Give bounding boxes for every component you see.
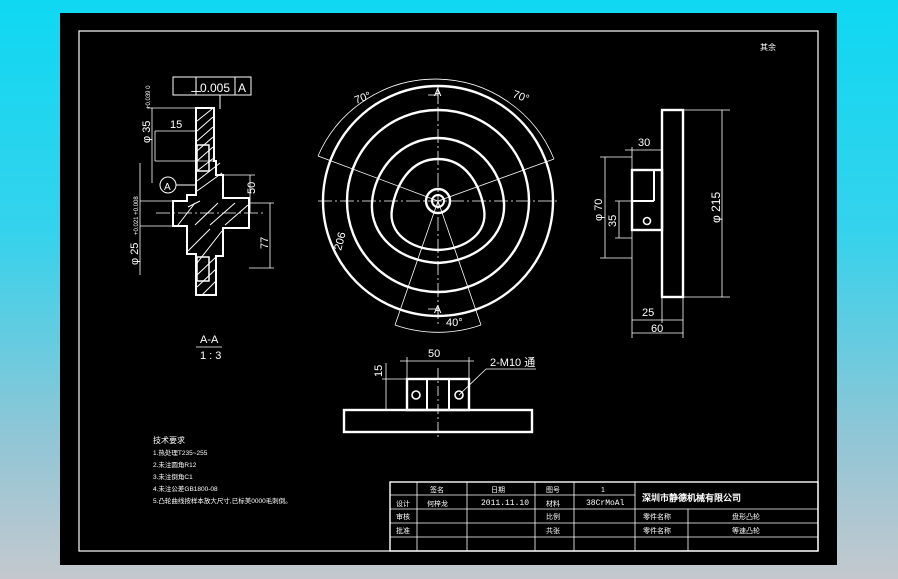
tb-header-sheet: 1: [601, 487, 605, 494]
tb-part-name-2: 等速凸轮: [732, 526, 760, 535]
tech-notes: 技术要求 1.热处理T235~255 2.未注圆角R12 3.未注倒角C1 4.…: [153, 435, 292, 505]
dim-left-hub-tol: +0.021 +0.008: [134, 196, 140, 235]
tb-part-name-label-1: 零件名称: [643, 512, 671, 521]
dim-right-215: φ 215: [709, 192, 723, 223]
tb-review-label: 审核: [396, 512, 410, 521]
tb-designer: 何梓龙: [427, 499, 448, 508]
datum-bubble-label: A: [164, 182, 171, 193]
tech-note-1: 1.热处理T235~255: [153, 448, 208, 457]
cut-label-top: A: [434, 87, 442, 99]
dim-bottom-50: 50: [428, 348, 440, 360]
cut-label-bottom: A: [434, 304, 442, 316]
tech-note-3: 3.未注倒角C1: [153, 472, 193, 481]
dim-right-70: φ 70: [593, 199, 605, 221]
tolerance-value: 0.005: [200, 81, 230, 95]
tb-header-sign: 签名: [430, 485, 444, 494]
dim-left-bore-tol: +0.039 0: [146, 85, 152, 109]
dim-left-15: 15: [170, 119, 182, 131]
dim-206: 206: [332, 231, 348, 252]
tb-scale-label: 比例: [546, 512, 560, 521]
tolerance-symbol: ⊥: [190, 79, 202, 95]
tech-note-2: 2.未注圆角R12: [153, 460, 197, 469]
title-block: [389, 481, 819, 552]
dim-right-60: 60: [651, 323, 663, 335]
angle-bottom: 40°: [446, 317, 463, 329]
tb-header-date: 日期: [491, 486, 505, 494]
title-block-text: 签名 日期 图号 1 设计 何梓龙 2011.11.10 材料 38CrMoAl…: [396, 485, 760, 535]
thread-callout: 2-M10 通: [490, 356, 535, 369]
tb-header-drawing-no: 图号: [546, 486, 560, 494]
dim-left-hub: φ 25: [129, 243, 141, 265]
tech-notes-heading: 技术要求: [153, 435, 185, 445]
section-label: A-A: [200, 334, 219, 346]
tb-material-label: 材料: [546, 499, 560, 508]
tb-date: 2011.11.10: [481, 499, 529, 508]
dim-right-35: 35: [607, 215, 619, 227]
drawing-sheet: 其余: [60, 13, 837, 565]
tb-part-name-label-2: 零件名称: [643, 526, 671, 535]
tb-approve-label: 批准: [396, 526, 410, 535]
dim-left-77: 77: [259, 237, 271, 249]
angle-top-left: 70°: [353, 90, 373, 107]
tech-note-4: 4.未注公差GB1800-08: [153, 484, 218, 493]
dim-bottom-15: 15: [373, 365, 385, 377]
tb-material: 38CrMoAl: [586, 499, 625, 508]
dim-right-25: 25: [642, 307, 654, 319]
tb-design-label: 设计: [396, 499, 410, 508]
tolerance-datum: A: [238, 81, 246, 95]
tb-sheets-label: 共张: [546, 526, 560, 535]
tech-note-5: 5.凸轮曲线按样本放大尺寸,已标美0000毛刺倒。: [153, 496, 292, 505]
tb-company: 深圳市静德机械有限公司: [642, 492, 741, 503]
dim-right-30: 30: [638, 137, 650, 149]
cam-side-view: [600, 108, 730, 338]
dim-left-bore: φ 35: [141, 121, 153, 143]
scale-label: 1 : 3: [200, 350, 221, 362]
dim-left-50: 50: [246, 182, 258, 194]
tb-part-name-1: 盘形凸轮: [732, 512, 760, 521]
cam-front-view: [317, 78, 558, 333]
cam-top-view: [342, 357, 536, 438]
section-view-left: [139, 76, 274, 296]
cad-drawing: 其余: [78, 30, 819, 552]
corner-mark: 其余: [760, 42, 776, 52]
angle-top-right: 70°: [511, 89, 531, 106]
